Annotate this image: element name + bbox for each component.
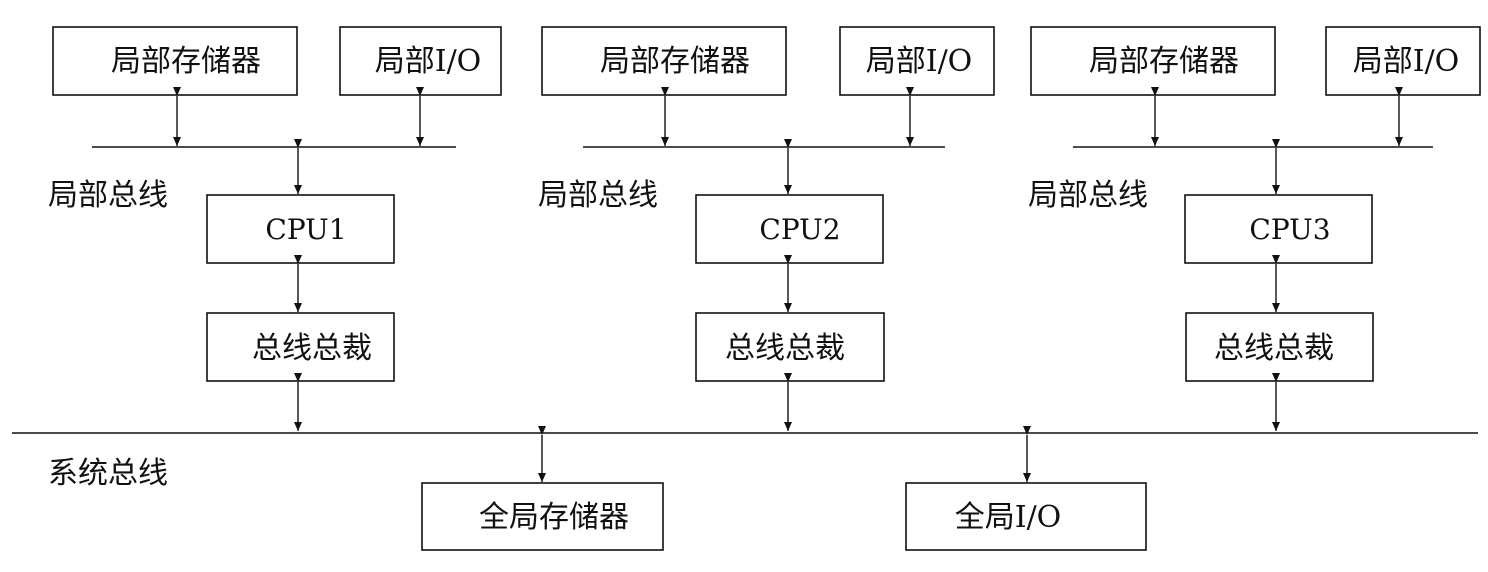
node-group-1: 局部存储器 局部I/O 局部总线 CPU1 总线总裁 bbox=[48, 26, 502, 431]
global-io-box: 全局I/O bbox=[905, 482, 1147, 551]
bus-arbiter-label-3: 总线总裁 bbox=[1214, 331, 1334, 366]
local-bus-label-2: 局部总线 bbox=[538, 178, 658, 213]
local-memory-label-1: 局部存储器 bbox=[111, 44, 261, 79]
local-memory-label-3: 局部存储器 bbox=[1089, 44, 1239, 79]
cpu-box-1: CPU1 bbox=[206, 194, 395, 264]
cpu-label-1: CPU1 bbox=[265, 213, 346, 246]
bus-arbiter-label-2: 总线总裁 bbox=[725, 331, 845, 366]
node-group-2: 局部存储器 局部I/O 局部总线 CPU2 总线总裁 bbox=[538, 26, 995, 431]
bus-arbiter-box-1: 总线总裁 bbox=[206, 312, 395, 382]
bus-arbiter-box-2: 总线总裁 bbox=[695, 312, 885, 382]
local-io-label-1: 局部I/O bbox=[375, 44, 482, 79]
cpu-label-2: CPU2 bbox=[759, 213, 840, 246]
local-bus-label-3: 局部总线 bbox=[1028, 178, 1148, 213]
bus-arbiter-box-3: 总线总裁 bbox=[1185, 312, 1374, 382]
local-io-label-2: 局部I/O bbox=[866, 44, 973, 79]
cpu-label-3: CPU3 bbox=[1249, 213, 1330, 246]
local-io-label-3: 局部I/O bbox=[1353, 44, 1460, 79]
local-memory-label-2: 局部存储器 bbox=[600, 44, 750, 79]
local-memory-box-2: 局部存储器 bbox=[541, 26, 787, 96]
local-io-box-2: 局部I/O bbox=[839, 26, 995, 96]
cpu-box-2: CPU2 bbox=[695, 194, 884, 264]
system-bus-group: 系统总线 全局存储器 全局I/O bbox=[12, 426, 1478, 551]
local-io-box-1: 局部I/O bbox=[339, 26, 502, 96]
local-bus-label-1: 局部总线 bbox=[48, 178, 168, 213]
global-io-label: 全局I/O bbox=[955, 500, 1062, 535]
bus-arbiter-label-1: 总线总裁 bbox=[252, 331, 372, 366]
global-memory-box: 全局存储器 bbox=[421, 482, 664, 551]
system-bus-label: 系统总线 bbox=[48, 456, 168, 491]
node-group-3: 局部存储器 局部I/O 局部总线 CPU3 总线总裁 bbox=[1028, 26, 1481, 431]
global-memory-label: 全局存储器 bbox=[479, 500, 629, 535]
cpu-box-3: CPU3 bbox=[1184, 194, 1373, 264]
local-memory-box-1: 局部存储器 bbox=[52, 26, 298, 96]
local-io-box-3: 局部I/O bbox=[1325, 26, 1481, 96]
local-memory-box-3: 局部存储器 bbox=[1030, 26, 1276, 96]
